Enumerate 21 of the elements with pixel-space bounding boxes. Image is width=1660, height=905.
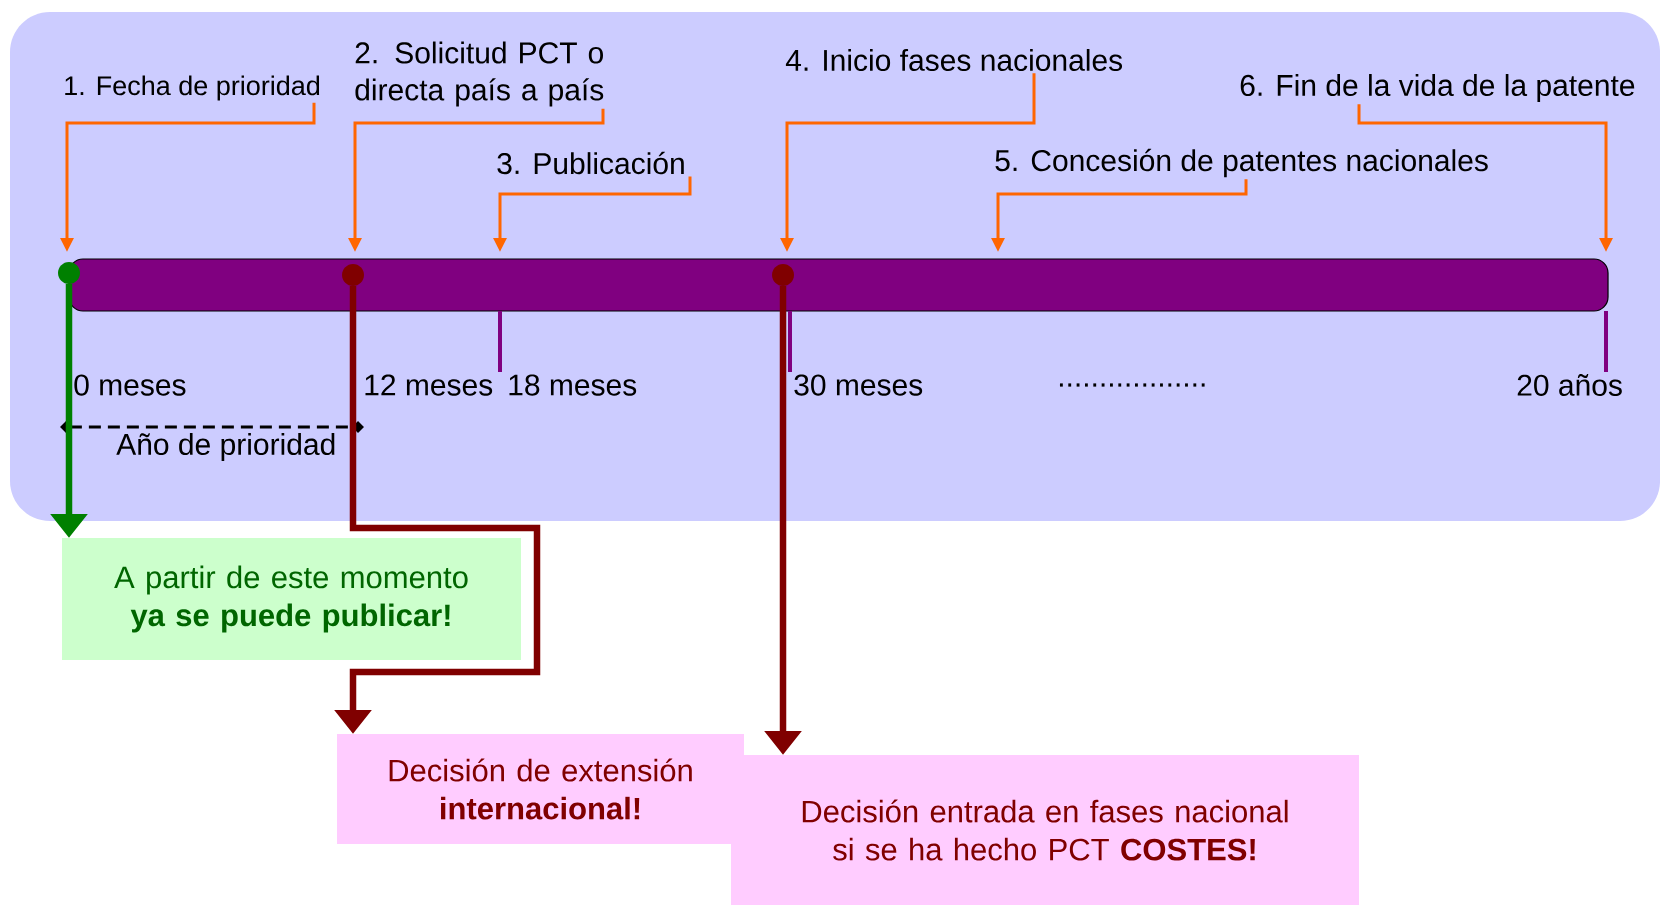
step-label: 3. Publicación: [497, 151, 684, 175]
timeline-dot: [342, 264, 364, 286]
node-label: Decisión de extensión internacional!: [389, 758, 692, 820]
step-label: 2. Solicitud PCT o directa país a país: [355, 41, 604, 107]
scale-label: 30 meses: [794, 374, 923, 396]
timeline-dot: [772, 264, 794, 286]
scale-label: 12 meses: [365, 374, 493, 396]
timeline-bar: [68, 258, 1609, 312]
note-box: A partir de este momento ya se puede publicar!: [62, 538, 521, 660]
node-label: Decisión entrada en fases nacional si se ha hecho PCT COSTES!: [802, 799, 1288, 861]
timeline-dot: [58, 262, 80, 284]
dimension-label: Año de prioridad: [116, 433, 335, 461]
scale-label: 20 años: [1517, 374, 1622, 396]
step-label: 6. Fin de la vida de la patente: [1240, 74, 1635, 102]
step-label: 1. Fecha de prioridad: [65, 75, 320, 101]
step-label: 5. Concesión de patentes nacionales: [995, 148, 1488, 178]
note-box: Decisión de extensión internacional!: [337, 734, 744, 844]
scale-label: 18 meses: [509, 374, 637, 396]
scale-label: 0 meses: [74, 374, 186, 396]
scale-label: ..................: [1059, 383, 1205, 387]
step-label: 4. Inicio fases nacionales: [785, 49, 1123, 71]
